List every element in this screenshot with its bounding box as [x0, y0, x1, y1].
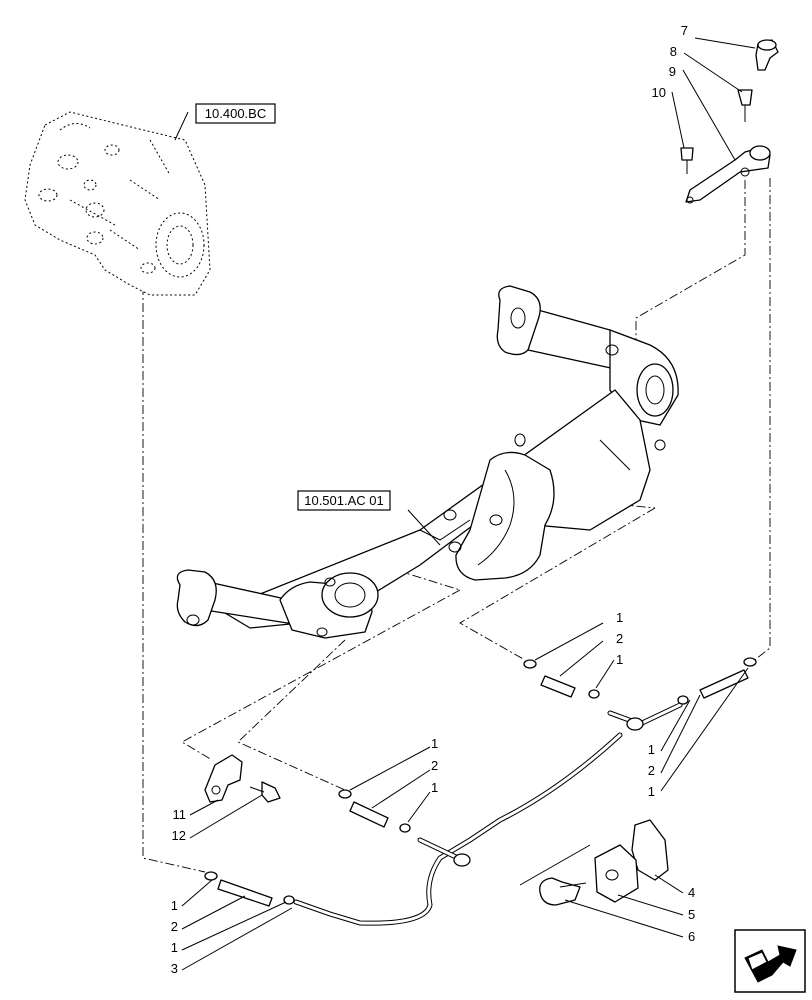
callouts-bracket: 11 12: [172, 807, 186, 843]
callout-3: 3: [171, 961, 178, 976]
callout-12: 12: [172, 828, 186, 843]
callout-1e: 1: [431, 736, 438, 751]
ref-label-axle: 10.501.AC 01: [304, 493, 384, 508]
callout-2a: 2: [616, 631, 623, 646]
callouts-top-right: 7 8 9 10: [652, 23, 688, 100]
axle-assembly: [176, 285, 679, 639]
bracket-11-bolt-12: [204, 754, 281, 803]
hose-clamps: [204, 657, 757, 905]
callout-1b: 1: [616, 652, 623, 667]
callout-2b: 2: [648, 763, 655, 778]
callout-6: 6: [688, 929, 695, 944]
ref-box-axle[interactable]: 10.501.AC 01: [297, 490, 391, 511]
callout-1f: 1: [431, 780, 438, 795]
callout-9: 9: [669, 64, 676, 79]
callout-1d: 1: [648, 784, 655, 799]
callout-1c: 1: [648, 742, 655, 757]
callouts-far-right: 1 2 1: [648, 742, 655, 799]
callouts-center-right: 1 2 1: [616, 610, 623, 667]
callout-10: 10: [652, 85, 666, 100]
callout-5: 5: [688, 907, 695, 922]
callout-2c: 2: [431, 758, 438, 773]
assembly-guide-lines: [142, 150, 771, 873]
callout-1a: 1: [616, 610, 623, 625]
clamp-kit: [519, 819, 669, 906]
callout-7: 7: [681, 23, 688, 38]
tube-routing: [293, 702, 683, 926]
callouts-bottom-left: 1 2 1 3: [171, 898, 178, 976]
callout-1g: 1: [171, 898, 178, 913]
callouts-clamp-kit: 4 5 6: [688, 885, 695, 944]
ref-box-pump[interactable]: 10.400.BC: [195, 103, 276, 124]
next-page-arrow-icon[interactable]: [734, 929, 806, 993]
callouts-center-left: 1 2 1: [431, 736, 438, 795]
leader-lines: [174, 37, 756, 971]
hose-segments: [217, 669, 749, 907]
callout-1h: 1: [171, 940, 178, 955]
ref-label-pump: 10.400.BC: [205, 106, 266, 121]
hydraulic-pump-reference: [24, 111, 211, 296]
callout-4: 4: [688, 885, 695, 900]
callout-8: 8: [670, 44, 677, 59]
bracket-kit-top: [680, 39, 779, 204]
callout-11: 11: [173, 807, 187, 822]
callout-2d: 2: [171, 919, 178, 934]
